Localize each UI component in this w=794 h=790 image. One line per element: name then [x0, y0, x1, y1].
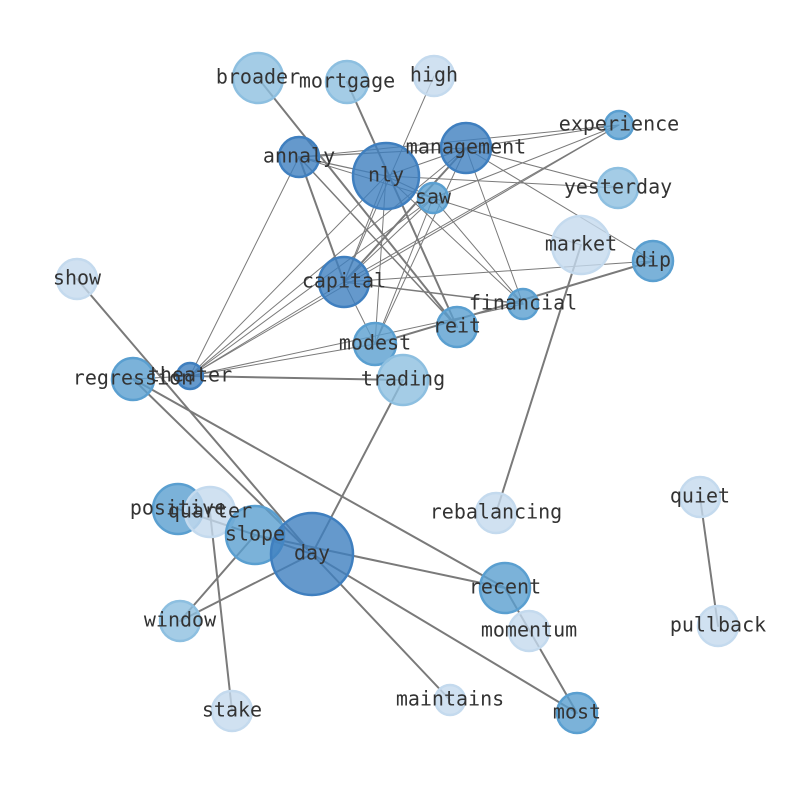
node-nly[interactable] — [351, 141, 421, 211]
node-show[interactable] — [55, 257, 99, 301]
edge-experience-theater — [189, 124, 620, 377]
edge-show-day — [76, 278, 313, 555]
node-label-stake: stake — [202, 698, 262, 722]
edge-annaly-theater — [189, 156, 300, 377]
edge-saw-financial — [432, 197, 524, 305]
edge-capital-financial — [343, 281, 524, 305]
node-regression[interactable] — [110, 356, 156, 402]
node-market[interactable] — [550, 214, 612, 276]
node-recent[interactable] — [478, 561, 532, 615]
node-label-pullback: pullback — [670, 613, 766, 637]
node-label-slope: slope — [225, 522, 285, 546]
node-high[interactable] — [412, 54, 456, 98]
edge-nly-yesterday — [385, 175, 619, 189]
node-momentum[interactable] — [507, 609, 551, 653]
edge-nly-theater — [189, 175, 387, 377]
node-window[interactable] — [158, 599, 202, 643]
node-label-theater: theater — [148, 363, 232, 387]
node-modest[interactable] — [352, 321, 398, 367]
node-capital[interactable] — [317, 255, 371, 309]
node-label-positive: positive — [130, 496, 226, 520]
edge-quiet-pullback — [699, 496, 719, 627]
node-label-quarter: quarter — [168, 499, 252, 523]
node-yesterday[interactable] — [596, 166, 640, 210]
node-quiet[interactable] — [678, 475, 722, 519]
node-label-financial: financial — [469, 291, 577, 315]
node-label-high: high — [410, 63, 458, 87]
edge-theater-trading — [189, 375, 404, 381]
edge-management-financial — [465, 147, 524, 305]
edge-saw-theater — [189, 197, 434, 377]
node-label-day: day — [294, 541, 330, 565]
edge-capital-dip — [343, 260, 654, 283]
edge-quarter-stake — [209, 511, 233, 712]
edge-regression-recent — [132, 378, 506, 589]
edge-experience-capital — [343, 124, 620, 283]
node-theater[interactable] — [175, 361, 205, 391]
node-management[interactable] — [439, 121, 493, 175]
node-label-capital: capital — [302, 269, 386, 293]
edge-management-capital — [343, 147, 467, 283]
node-label-nly: nly — [368, 163, 404, 187]
node-dip[interactable] — [631, 239, 675, 283]
node-label-mortgage: mortgage — [299, 69, 395, 93]
node-label-reit: reit — [433, 314, 481, 338]
node-label-show: show — [53, 266, 102, 290]
node-label-trading: trading — [361, 367, 445, 391]
node-label-yesterday: yesterday — [564, 175, 672, 199]
node-mortgage[interactable] — [324, 59, 370, 105]
node-label-modest: modest — [339, 331, 411, 355]
node-financial[interactable] — [506, 287, 540, 321]
edge-management-modest — [374, 147, 467, 345]
node-label-saw: saw — [415, 185, 452, 209]
node-experience[interactable] — [603, 109, 635, 141]
node-label-quiet: quiet — [670, 484, 730, 508]
node-label-market: market — [545, 232, 617, 256]
node-day[interactable] — [269, 511, 355, 597]
node-label-regression: regression — [73, 366, 193, 390]
node-label-recent: recent — [469, 575, 541, 599]
node-saw[interactable] — [416, 181, 450, 215]
node-trading[interactable] — [376, 353, 430, 407]
node-label-annaly: annaly — [263, 144, 335, 168]
node-stake[interactable] — [210, 689, 254, 733]
node-reit[interactable] — [435, 305, 479, 349]
edge-day-most — [311, 553, 578, 714]
edge-management-dip — [465, 147, 654, 262]
node-label-rebalancing: rebalancing — [430, 500, 562, 524]
edge-saw-modest — [374, 197, 434, 345]
node-label-experience: experience — [559, 112, 679, 136]
node-label-maintains: maintains — [396, 687, 504, 711]
node-maintains[interactable] — [433, 683, 467, 717]
node-annaly[interactable] — [277, 135, 321, 179]
edge-annaly-reit — [298, 156, 458, 328]
edge-experience-saw — [432, 124, 620, 199]
node-broader[interactable] — [231, 51, 285, 105]
edge-market-rebalancing — [495, 244, 582, 514]
node-label-momentum: momentum — [481, 618, 577, 642]
edge-capital-theater — [189, 281, 345, 377]
node-label-broader: broader — [216, 65, 300, 89]
node-label-management: management — [406, 135, 526, 159]
node-rebalancing[interactable] — [474, 491, 518, 535]
edge-broader-reit — [257, 77, 458, 328]
node-most[interactable] — [555, 691, 599, 735]
node-pullback[interactable] — [696, 604, 740, 648]
node-label-window: window — [144, 608, 217, 632]
node-quarter[interactable] — [183, 485, 237, 539]
node-label-most: most — [553, 700, 601, 724]
edge-theater-modest — [189, 343, 376, 377]
node-label-dip: dip — [635, 248, 671, 272]
node-layer — [55, 51, 740, 735]
